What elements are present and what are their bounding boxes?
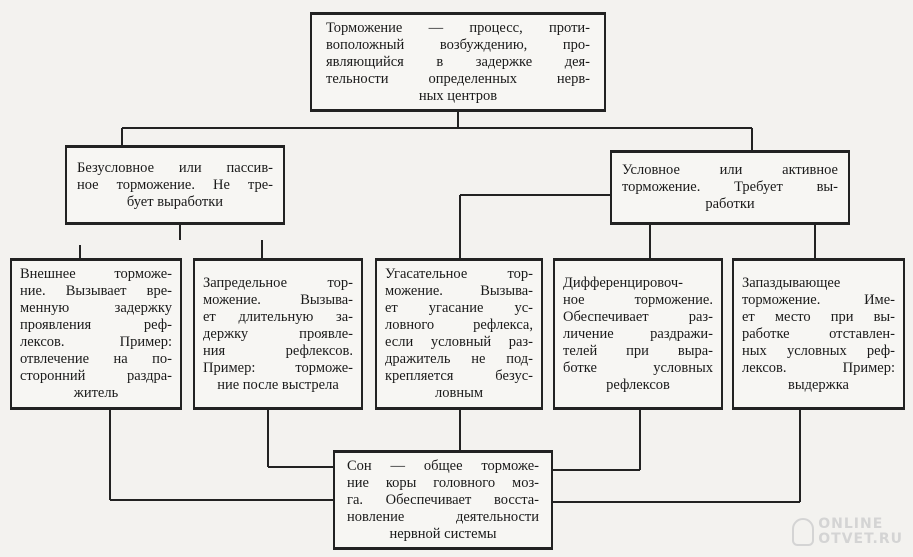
text-line: менную задержку	[20, 300, 172, 316]
sleep-box: Сон — общее торможе-ние коры головного м…	[333, 450, 553, 550]
text-line: дражитель не под-	[385, 351, 533, 367]
text-line: выдержка	[788, 376, 849, 393]
text-line: если условный раз-	[385, 334, 533, 350]
text-line: ботке условных	[563, 359, 713, 376]
root-box-inhibition: Торможение — процесс, проти-воположный в…	[310, 12, 606, 112]
text-line: Внешнее торможе-	[20, 266, 172, 282]
text-line: ет место при вы-	[742, 308, 895, 325]
text-line: телей при выра-	[563, 342, 713, 359]
text-line: проявления реф-	[20, 317, 172, 333]
text-line: Обеспечивает раз-	[563, 308, 713, 325]
text-line: ет длительную за-	[203, 308, 353, 325]
text-line: новление деятельности	[347, 508, 539, 525]
text-line: ет угасание ус-	[385, 300, 533, 316]
text-line: воположный возбуждению, про-	[326, 36, 590, 53]
text-line: лексов. Пример:	[20, 334, 172, 350]
unconditioned-inhibition-box: Безусловное или пассив-ное торможение. Н…	[65, 145, 285, 225]
text-line: ние. Вызывает вре-	[20, 283, 172, 299]
text-line: можение. Вызыва-	[203, 291, 353, 308]
text-line: га. Обеспечивает восста-	[347, 491, 539, 508]
text-line: Пример: торможе-	[203, 359, 353, 376]
text-line: Условное или активное	[622, 162, 838, 178]
text-line: держку проявле-	[203, 325, 353, 342]
differential-inhibition-box: Дифференцировоч-ное торможение.Обеспечив…	[553, 258, 723, 410]
text-line: работке отставлен-	[742, 325, 895, 342]
watermark-line-2: OTVET.RU	[818, 531, 903, 547]
external-inhibition-box: Внешнее торможе-ние. Вызывает вре-менную…	[10, 258, 182, 410]
text-line: личение раздражи-	[563, 325, 713, 342]
text-line: ное торможение. Не тре-	[77, 176, 273, 193]
watermark: ONLINE OTVET.RU	[792, 517, 903, 547]
text-line: рефлексов	[606, 376, 670, 393]
text-line: ловного рефлекса,	[385, 317, 533, 333]
text-line: бует выработки	[126, 193, 224, 210]
text-line: Безусловное или пассив-	[77, 159, 273, 176]
text-line: крепляется безус-	[385, 368, 533, 384]
lightbulb-icon	[792, 518, 815, 546]
text-line: ние после выстрела	[217, 376, 339, 393]
text-line: Угасательное тор-	[385, 266, 533, 282]
text-line: можение. Вызыва-	[385, 283, 533, 299]
text-line: работки	[705, 196, 755, 212]
text-line: торможение. Требует вы-	[622, 179, 838, 195]
transmarginal-inhibition-box: Запредельное тор-можение. Вызыва-ет длит…	[193, 258, 363, 410]
text-line: Сон — общее торможе-	[347, 457, 539, 474]
text-line: ловным	[434, 385, 483, 401]
text-line: Дифференцировоч-	[563, 274, 684, 291]
text-line: Запредельное тор-	[203, 274, 353, 291]
text-line: ное торможение.	[563, 291, 713, 308]
text-line: сторонний раздра-	[20, 368, 172, 384]
watermark-line-1: ONLINE	[818, 516, 884, 532]
text-line: ных центров	[418, 87, 498, 104]
text-line: нервной системы	[389, 525, 497, 542]
text-line: торможение. Име-	[742, 291, 895, 308]
text-line: ние коры головного моз-	[347, 474, 539, 491]
text-line: ния рефлексов.	[203, 342, 353, 359]
text-line: лексов. Пример:	[742, 359, 895, 376]
extinctive-inhibition-box: Угасательное тор-можение. Вызыва-ет угас…	[375, 258, 543, 410]
text-line: Запаздывающее	[742, 274, 841, 291]
text-line: являющийся в задержке дея-	[326, 53, 590, 70]
text-line: отвлечение на по-	[20, 351, 172, 367]
text-line: тельности определенных нерв-	[326, 70, 590, 87]
text-line: Торможение — процесс, проти-	[326, 19, 590, 36]
text-line: ных условных реф-	[742, 342, 895, 359]
text-line: житель	[73, 385, 119, 401]
